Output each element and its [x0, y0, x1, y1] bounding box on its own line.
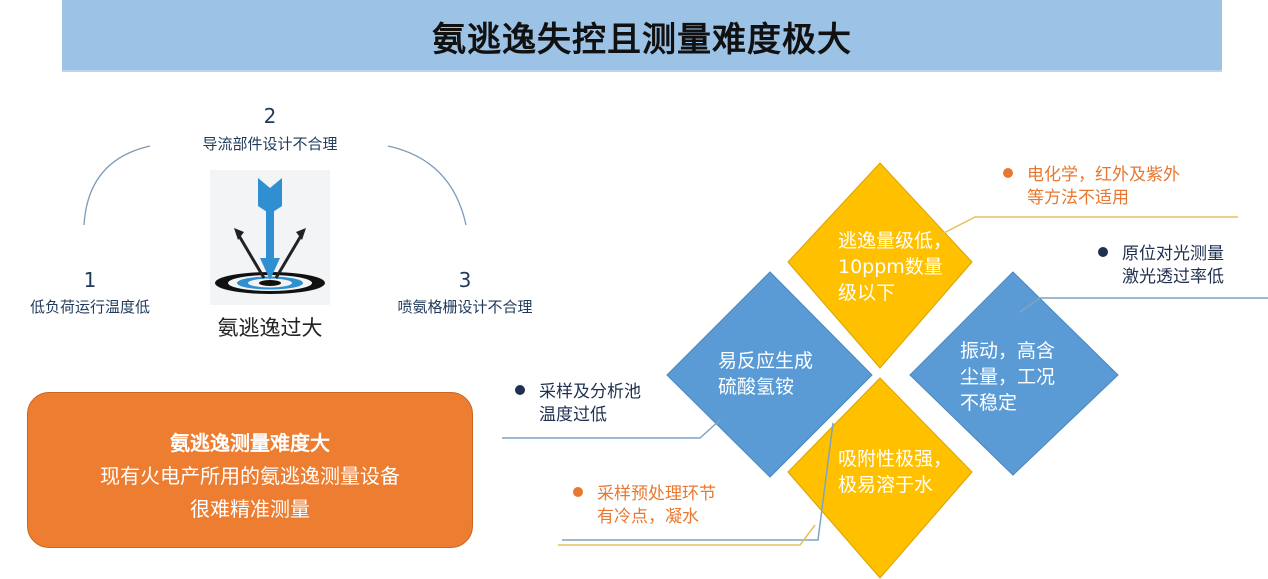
cause-2-label: 导流部件设计不合理	[202, 135, 338, 153]
diamond-left	[666, 271, 873, 478]
target-arrow-icon	[210, 170, 330, 305]
summary-line-1: 现有火电产所用的氨逃逸测量设备	[100, 464, 400, 488]
note-top-right: 电化学，红外及紫外 等方法不适用	[1003, 164, 1180, 210]
leader-bottom-left-blue	[562, 422, 834, 541]
summary-box: 氨逃逸测量难度大 现有火电产所用的氨逃逸测量设备 很难精准测量	[27, 392, 473, 548]
bullet-dot-icon	[1098, 247, 1108, 257]
diamond-bottom-text: 吸附性极强， 极易溶于水	[838, 448, 953, 496]
diamond-bottom	[787, 377, 973, 579]
cause-3-number: 3	[458, 268, 472, 292]
summary-title: 氨逃逸测量难度大	[170, 431, 330, 455]
leader-right	[1019, 297, 1268, 313]
diamond-top-text: 逃逸量级低， 10ppm数量 级以下	[838, 230, 953, 304]
summary-line-2: 很难精准测量	[190, 497, 310, 521]
bullet-dot-icon	[515, 385, 525, 395]
cause-1-label: 低负荷运行温度低	[29, 298, 150, 316]
bullet-dot-icon	[573, 487, 583, 497]
diamond-top	[787, 162, 973, 369]
page-title: 氨逃逸失控且测量难度极大	[432, 20, 852, 60]
diamond-right-text: 振动，高含 尘量，工况 不稳定	[960, 340, 1056, 414]
cause-2-number: 2	[263, 104, 277, 128]
bullet-dot-icon	[1003, 168, 1013, 178]
center-label: 氨逃逸过大	[217, 316, 323, 340]
cause-3-label: 喷氨格栅设计不合理	[397, 298, 533, 316]
note-right: 原位对光测量 激光透过率低	[1098, 243, 1224, 289]
right-arc	[387, 145, 467, 226]
title-banner: 氨逃逸失控且测量难度极大	[62, 0, 1222, 70]
leader-left	[502, 419, 721, 439]
leader-bottom-left-yellow	[558, 524, 816, 546]
leader-top-right	[939, 216, 1238, 236]
left-arc	[83, 145, 151, 226]
note-left: 采样及分析池 温度过低	[515, 381, 641, 427]
diamond-right	[909, 271, 1119, 476]
note-bottom-left: 采样预处理环节 有冷点，凝水	[573, 483, 716, 529]
diamond-left-text: 易反应生成 硫酸氢铵	[718, 350, 814, 398]
cause-1-number: 1	[83, 268, 97, 292]
